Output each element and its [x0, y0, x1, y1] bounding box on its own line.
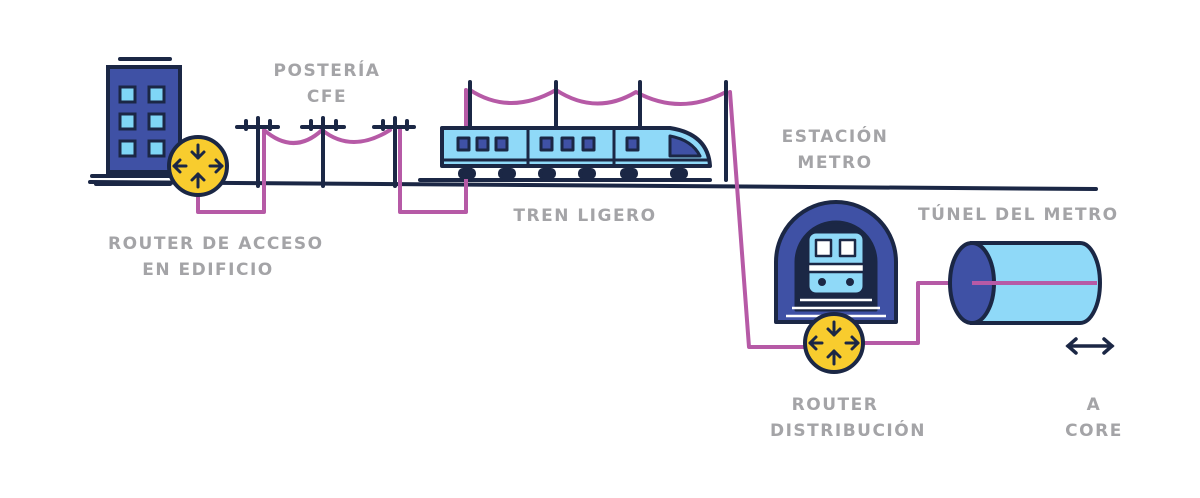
label-access-router-line1: ROUTER DE ACCESO: [108, 234, 324, 254]
label-distribution-router-line1: ROUTER: [791, 395, 879, 415]
label-to-core-line2: CORE: [1065, 421, 1123, 441]
tunnel-cylinder-icon: [948, 241, 1102, 325]
label-metro-station-line2: METRO: [797, 153, 873, 173]
router-icon: [167, 135, 229, 197]
utility-pole-icon: [235, 116, 416, 188]
double-arrow-icon: [1065, 337, 1115, 355]
label-distribution-router: ROUTER DISTRIBUCIÓN: [770, 392, 926, 444]
label-metro-station-line1: ESTACIÓN: [781, 127, 889, 147]
distribution-router-icon: [803, 312, 865, 374]
label-light-rail-line1: TREN LIGERO: [513, 206, 657, 226]
building-icon: [106, 57, 182, 174]
label-poles-line1: POSTERÍA: [273, 61, 381, 81]
label-light-rail: TREN LIGERO: [510, 203, 660, 229]
label-poles-line2: CFE: [306, 87, 348, 107]
label-to-core-line1: A: [1086, 395, 1102, 415]
light-rail-train-icon: [440, 126, 712, 179]
label-poles: POSTERÍA CFE: [262, 58, 392, 110]
label-metro-station: ESTACIÓN METRO: [770, 124, 900, 176]
label-metro-tunnel-line1: TÚNEL DEL METRO: [918, 205, 1119, 225]
label-distribution-router-line2: DISTRIBUCIÓN: [770, 421, 926, 441]
label-access-router: ROUTER DE ACCESO EN EDIFICIO: [108, 231, 324, 283]
label-access-router-line2: EN EDIFICIO: [142, 260, 274, 280]
label-metro-tunnel: TÚNEL DEL METRO: [918, 202, 1119, 228]
label-to-core: A CORE: [1054, 392, 1134, 444]
metro-station-icon: [774, 200, 898, 324]
